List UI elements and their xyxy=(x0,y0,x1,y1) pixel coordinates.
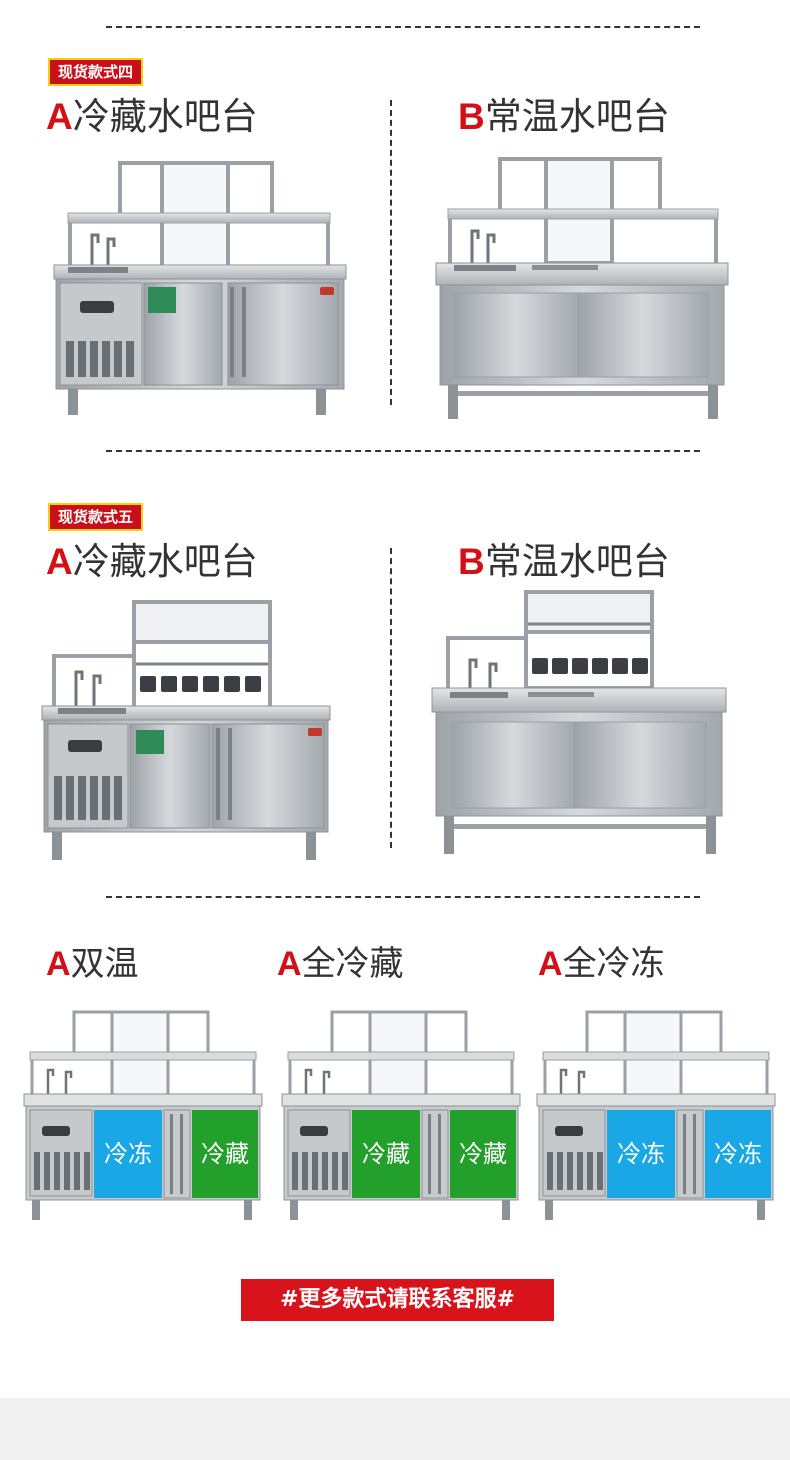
fridge-door xyxy=(352,1110,420,1198)
product-heading: A冷藏水吧台 xyxy=(46,540,258,584)
variant-letter: A xyxy=(46,945,71,983)
freezer-door xyxy=(94,1110,162,1198)
style-tag: 现货款式五 xyxy=(48,503,144,531)
variant-letter: B xyxy=(458,541,485,582)
product-title: 常温水吧台 xyxy=(484,540,670,583)
freezer-door xyxy=(705,1110,771,1198)
divider-section xyxy=(106,896,700,898)
product-title: 常温水吧台 xyxy=(484,95,670,138)
variant-heading: A全冷冻 xyxy=(538,942,665,986)
full-fridge-counter-image: 冷藏 冷藏 xyxy=(281,1010,521,1220)
product-heading: B常温水吧台 xyxy=(458,95,670,139)
style-tag: 现货款式四 xyxy=(48,58,144,86)
variant-letter: A xyxy=(277,945,302,983)
product-title: 冷藏水吧台 xyxy=(72,95,258,138)
door-label: 冷冻 xyxy=(104,1140,152,1168)
door-label: 冷藏 xyxy=(459,1140,507,1168)
variant-title: 全冷藏 xyxy=(301,944,404,984)
divider-top xyxy=(106,26,700,28)
variant-letter: A xyxy=(46,541,73,582)
variant-letter: B xyxy=(458,96,485,137)
door-label: 冷藏 xyxy=(201,1140,249,1168)
product-title: 冷藏水吧台 xyxy=(72,540,258,583)
variant-letter: A xyxy=(538,945,563,983)
variant-heading: A双温 xyxy=(46,942,139,986)
ambient-counter-image xyxy=(431,590,727,854)
variant-letter: A xyxy=(46,96,73,137)
contact-service-button[interactable]: #更多款式请联系客服# xyxy=(241,1279,554,1321)
product-heading: B常温水吧台 xyxy=(458,540,670,584)
door-label: 冷冻 xyxy=(617,1140,665,1168)
bottom-band xyxy=(0,1398,790,1460)
dual-temp-counter-image: 冷冻 冷藏 xyxy=(23,1010,263,1220)
freezer-door xyxy=(607,1110,675,1198)
product-heading: A冷藏水吧台 xyxy=(46,95,258,139)
divider-vertical xyxy=(390,100,392,405)
refrigerated-counter-image xyxy=(53,161,347,415)
variant-heading: A全冷藏 xyxy=(277,942,404,986)
divider-section xyxy=(106,450,700,452)
variant-title: 全冷冻 xyxy=(562,944,665,984)
full-freezer-counter-image: 冷冻 冷冻 xyxy=(536,1010,776,1220)
variant-title: 双温 xyxy=(70,944,139,984)
fridge-door xyxy=(450,1110,516,1198)
fridge-door xyxy=(192,1110,258,1198)
door-label: 冷藏 xyxy=(362,1140,410,1168)
door-label: 冷冻 xyxy=(714,1140,762,1168)
ambient-counter-image xyxy=(435,157,729,419)
refrigerated-counter-image xyxy=(41,600,331,860)
divider-vertical xyxy=(390,548,392,848)
